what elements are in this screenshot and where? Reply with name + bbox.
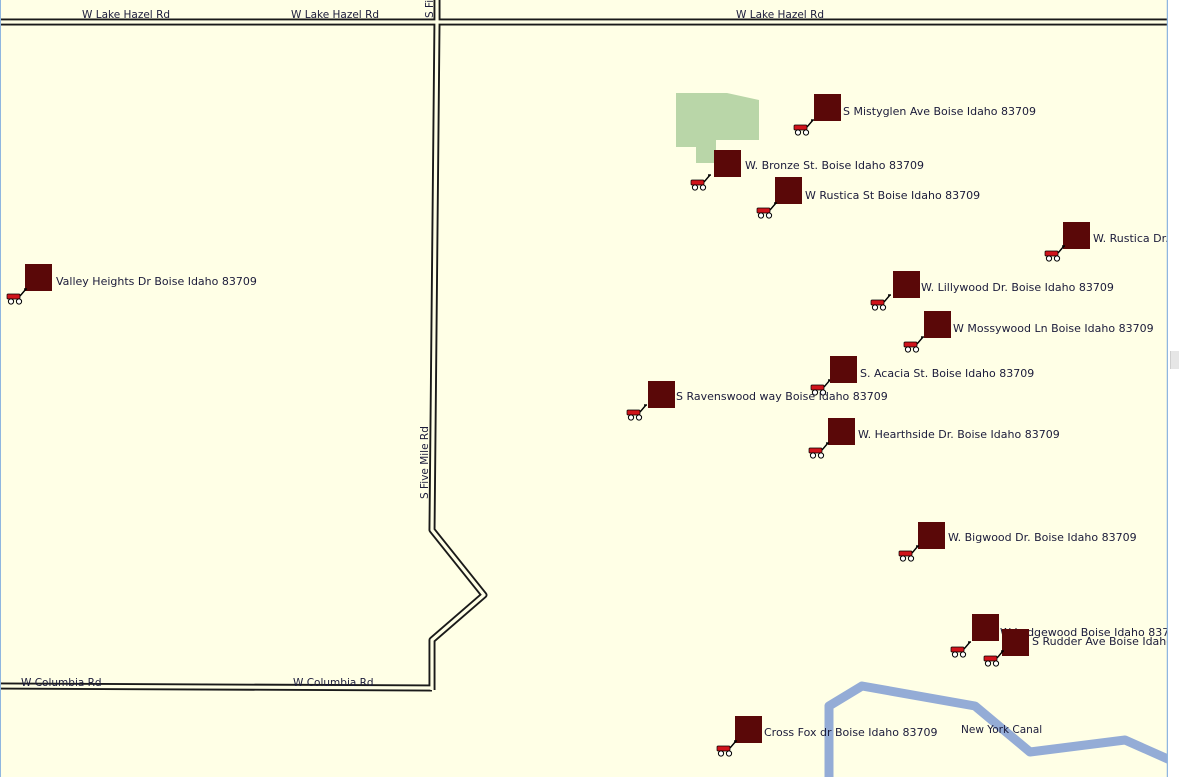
marker-label: W. Bigwood Dr. Boise Idaho 83709	[948, 531, 1137, 544]
canal-label: New York Canal	[961, 724, 1042, 736]
marker-label: S Mistyglen Ave Boise Idaho 83709	[843, 105, 1036, 118]
road-label-columbia-2: W Columbia Rd	[293, 677, 374, 689]
marker-label: W. Bronze St. Boise Idaho 83709	[745, 159, 924, 172]
road-label-columbia-1: W Columbia Rd	[21, 677, 102, 689]
road-label-lake-hazel-3: W Lake Hazel Rd	[736, 9, 824, 21]
marker-square[interactable]	[918, 522, 945, 549]
marker-lillywood[interactable]: W. Lillywood Dr. Boise Idaho 83709	[870, 271, 1114, 311]
marker-square[interactable]	[814, 94, 841, 121]
marker-ravenswood[interactable]: S Ravenswood way Boise Idaho 83709	[626, 381, 888, 421]
marker-square[interactable]	[775, 177, 802, 204]
park-area	[676, 93, 759, 163]
scrollbar-thumb[interactable]	[1170, 351, 1179, 369]
marker-label: Cross Fox dr Boise Idaho 83709	[764, 726, 937, 739]
marker-label: W. Rustica Dr. B	[1093, 232, 1179, 245]
marker-label: Valley Heights Dr Boise Idaho 83709	[56, 275, 257, 288]
marker-square[interactable]	[830, 356, 857, 383]
marker-square[interactable]	[924, 311, 951, 338]
marker-acacia[interactable]: S. Acacia St. Boise Idaho 83709	[810, 356, 1034, 396]
marker-square[interactable]	[1063, 222, 1090, 249]
marker-square[interactable]	[648, 381, 675, 408]
marker-rudder[interactable]: S Rudder Ave Boise Idaho 8	[983, 629, 1179, 667]
marker-label: W Ledgewood Boise Idaho 83709	[1000, 626, 1179, 639]
marker-label: S Rudder Ave Boise Idaho 8	[1032, 635, 1179, 648]
marker-rustica-st[interactable]: W Rustica St Boise Idaho 83709	[756, 177, 980, 219]
marker-label: W. Lillywood Dr. Boise Idaho 83709	[921, 281, 1114, 294]
marker-square[interactable]	[735, 716, 762, 743]
road-label-five-mile-top: S Fi	[424, 0, 436, 18]
marker-square[interactable]	[972, 614, 999, 641]
marker-square[interactable]	[828, 418, 855, 445]
marker-cross-fox[interactable]: Cross Fox dr Boise Idaho 83709	[716, 716, 937, 757]
marker-bronze[interactable]: W. Bronze St. Boise Idaho 83709	[690, 150, 924, 191]
marker-hearthside[interactable]: W. Hearthside Dr. Boise Idaho 83709	[808, 418, 1060, 459]
marker-square[interactable]	[714, 150, 741, 177]
marker-label: W. Hearthside Dr. Boise Idaho 83709	[858, 428, 1060, 441]
road-label-five-mile: S Five Mile Rd	[419, 426, 431, 499]
marker-rustica-dr[interactable]: W. Rustica Dr. B	[1044, 222, 1179, 262]
marker-ledgewood[interactable]: W Ledgewood Boise Idaho 83709	[950, 614, 1179, 658]
marker-bigwood[interactable]: W. Bigwood Dr. Boise Idaho 83709	[898, 522, 1137, 562]
marker-mossywood[interactable]: W Mossywood Ln Boise Idaho 83709	[903, 311, 1154, 353]
marker-label: W Rustica St Boise Idaho 83709	[805, 189, 980, 202]
marker-label: S. Acacia St. Boise Idaho 83709	[860, 367, 1034, 380]
marker-square[interactable]	[1002, 629, 1029, 656]
road-lines	[0, 0, 1175, 692]
marker-label: S Ravenswood way Boise Idaho 83709	[676, 390, 888, 403]
road-label-lake-hazel-1: W Lake Hazel Rd	[82, 9, 170, 21]
marker-valley-heights[interactable]: Valley Heights Dr Boise Idaho 83709	[6, 264, 257, 305]
marker-square[interactable]	[893, 271, 920, 298]
canal-waterway	[824, 681, 1172, 777]
marker-mistyglen[interactable]: S Mistyglen Ave Boise Idaho 83709	[793, 94, 1036, 136]
road-label-lake-hazel-2: W Lake Hazel Rd	[291, 9, 379, 21]
marker-square[interactable]	[25, 264, 52, 291]
right-gutter	[1168, 0, 1179, 777]
marker-label: W Mossywood Ln Boise Idaho 83709	[953, 322, 1154, 335]
